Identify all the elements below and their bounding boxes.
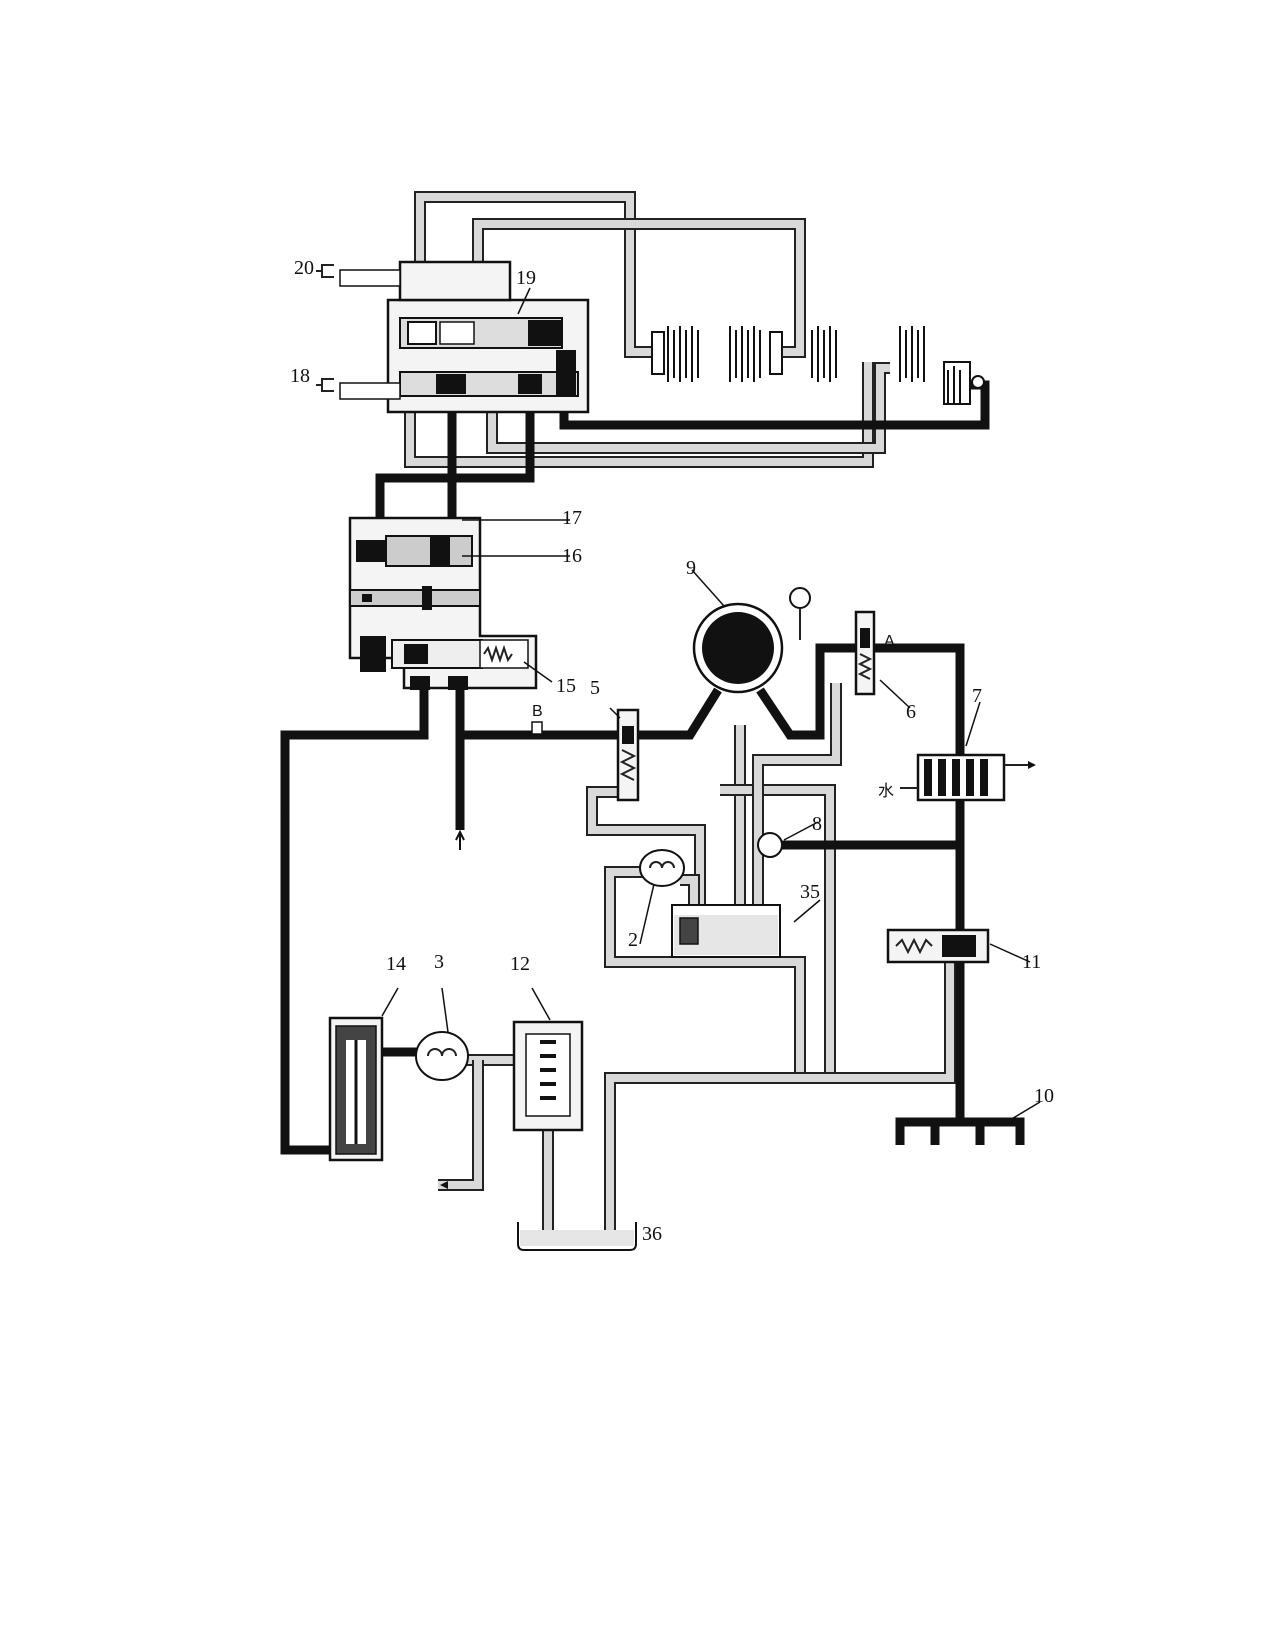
label-9: 9 [686, 557, 696, 579]
label-7: 7 [972, 685, 982, 707]
port-b-marker [531, 721, 543, 735]
label-8: 8 [812, 813, 822, 835]
label-11: 11 [1022, 951, 1041, 973]
leader-lines [381, 287, 1041, 1121]
flow-arrows [281, 455, 465, 1189]
label-2: 2 [628, 929, 638, 951]
pump-3 [415, 1031, 469, 1081]
label-15: 15 [556, 675, 576, 697]
clutch-pack-3 [811, 326, 837, 382]
check-valve-8 [757, 832, 783, 858]
label-3: 3 [434, 951, 444, 973]
label-18: 18 [290, 365, 310, 387]
clutch-pack-1 [651, 326, 699, 382]
top-valve-body [339, 260, 590, 414]
lever-18 [316, 378, 334, 392]
label-20: 20 [294, 257, 314, 279]
valve-5 [616, 708, 640, 802]
clutch-packs [651, 326, 985, 405]
label-5: 5 [590, 677, 600, 699]
low-pressure-lines [404, 191, 956, 1245]
high-pressure-lines [280, 380, 1025, 1155]
pressure-gauge [789, 587, 811, 640]
valve-block-15-16-17 [348, 516, 538, 690]
label-port-a: A [884, 633, 895, 650]
sump-36 [517, 1222, 637, 1251]
label-12: 12 [510, 953, 530, 975]
label-36: 36 [642, 1223, 662, 1245]
sump-35 [671, 904, 781, 958]
label-14: 14 [386, 953, 406, 975]
pump-2 [639, 849, 685, 887]
valve-11 [886, 928, 990, 964]
label-19: 19 [516, 267, 536, 289]
clutch-pack-5 [943, 361, 985, 405]
clutch-pack-4 [899, 326, 925, 382]
label-10: 10 [1034, 1085, 1054, 1107]
lever-20 [316, 264, 334, 278]
filter-12 [512, 1020, 584, 1132]
label-17: 17 [562, 507, 582, 529]
filter-14 [328, 1016, 384, 1162]
label-16: 16 [562, 545, 582, 567]
clutch-pack-2 [729, 326, 783, 382]
torque-converter-9 [692, 602, 784, 694]
oil-cooler-7 [900, 753, 1036, 802]
label-6: 6 [906, 701, 916, 723]
label-water: 水 [878, 782, 894, 800]
label-35: 35 [800, 881, 820, 903]
part-labels: 20 19 18 17 16 15 9 5 6 7 8 35 2 14 3 12… [290, 257, 1054, 1245]
valve-6 [854, 610, 876, 696]
label-port-b: B [532, 703, 543, 720]
